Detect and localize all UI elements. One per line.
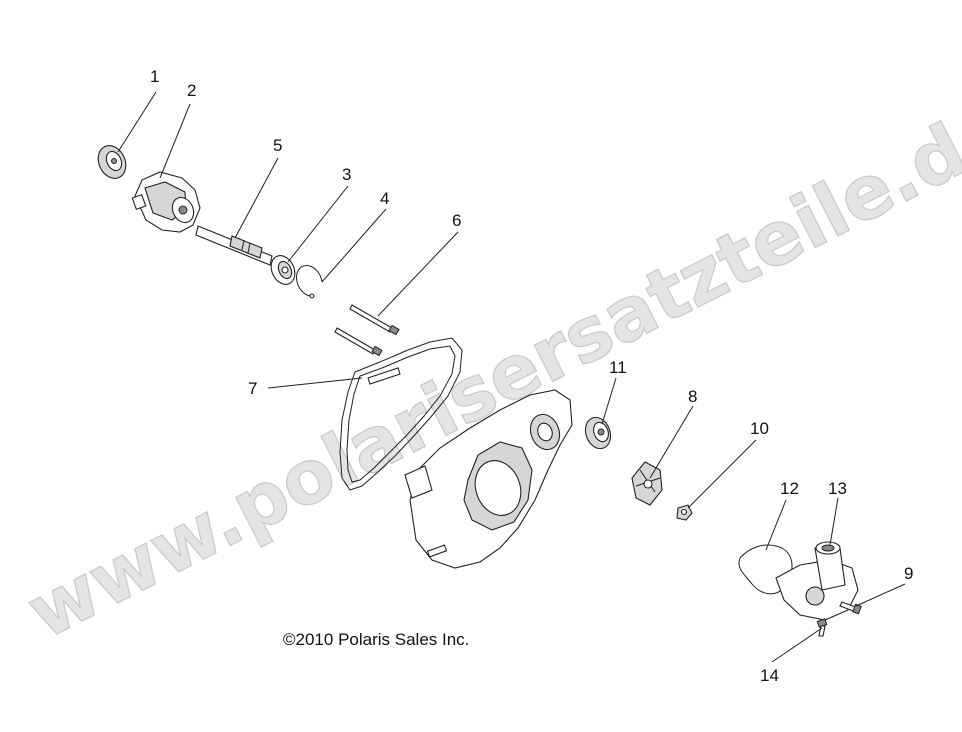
part-3-bearing (270, 255, 296, 285)
part-8-impeller (631, 461, 663, 506)
callout-2: 2 (187, 81, 196, 100)
part-6-bolts (334, 304, 400, 357)
part-2-pump-housing (131, 171, 201, 233)
part-5-shaft (195, 225, 273, 266)
callout-labels: 1 2 3 4 5 6 7 8 9 10 11 12 13 14 (150, 67, 913, 685)
callout-3: 3 (342, 165, 351, 184)
part-14-bolt (816, 618, 828, 637)
part-9-bolt (839, 601, 862, 615)
leader-lines (117, 91, 906, 663)
callout-4: 4 (380, 189, 389, 208)
callout-1: 1 (150, 67, 159, 86)
crankcase-cover (404, 389, 573, 569)
callout-9: 9 (904, 564, 913, 583)
callout-6: 6 (452, 211, 461, 230)
part-13-pump-cover (775, 541, 859, 621)
callout-7: 7 (248, 379, 257, 398)
callout-5: 5 (273, 136, 282, 155)
callout-14: 14 (760, 666, 779, 685)
callout-11: 11 (609, 358, 627, 377)
callout-12: 12 (780, 479, 799, 498)
part-4-snap-ring (296, 264, 323, 299)
part-7-gasket (339, 337, 463, 491)
part-1-gear (97, 145, 127, 179)
copyright-notice: ©2010 Polaris Sales Inc. (283, 630, 469, 649)
part-11-seal (584, 416, 612, 450)
callout-13: 13 (828, 479, 847, 498)
callout-10: 10 (750, 419, 769, 438)
part-10-nut (676, 504, 693, 521)
callout-8: 8 (688, 387, 697, 406)
